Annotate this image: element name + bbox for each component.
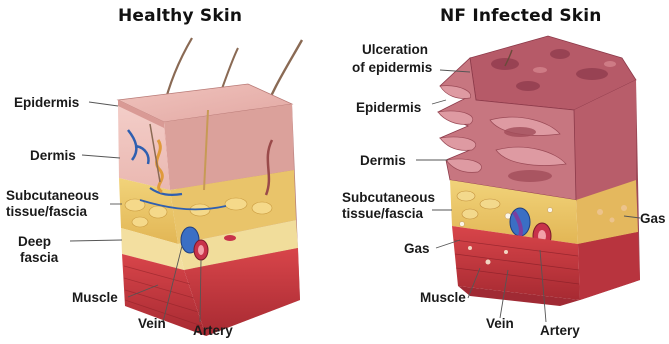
label-dermis: Dermis [30, 148, 76, 163]
label-artery: Artery [193, 323, 233, 338]
label-gas-left: Gas [404, 241, 430, 256]
nf-infected-skin-title: NF Infected Skin [440, 6, 602, 26]
label-vein: Vein [138, 316, 166, 331]
nf-infected-skin-illustration [416, 36, 640, 322]
label-of-epidermis: of epidermis [352, 60, 432, 75]
label-infected-vein: Vein [486, 316, 514, 331]
label-gas-right: Gas [640, 211, 666, 226]
label-epidermis: Epidermis [14, 95, 79, 110]
label-deep: Deep [18, 234, 51, 249]
label-infected-subcutaneous: Subcutaneous [342, 190, 435, 205]
label-infected-artery: Artery [540, 323, 580, 338]
label-tissue-fascia: tissue/fascia [6, 204, 87, 219]
label-infected-epidermis: Epidermis [356, 100, 421, 115]
label-subcutaneous: Subcutaneous [6, 188, 99, 203]
healthy-skin-title: Healthy Skin [118, 6, 242, 26]
label-fascia: fascia [20, 250, 58, 265]
label-infected-dermis: Dermis [360, 153, 406, 168]
label-ulceration: Ulceration [362, 42, 428, 57]
label-infected-tissue-fascia: tissue/fascia [342, 206, 423, 221]
label-infected-muscle: Muscle [420, 290, 466, 305]
label-muscle: Muscle [72, 290, 118, 305]
